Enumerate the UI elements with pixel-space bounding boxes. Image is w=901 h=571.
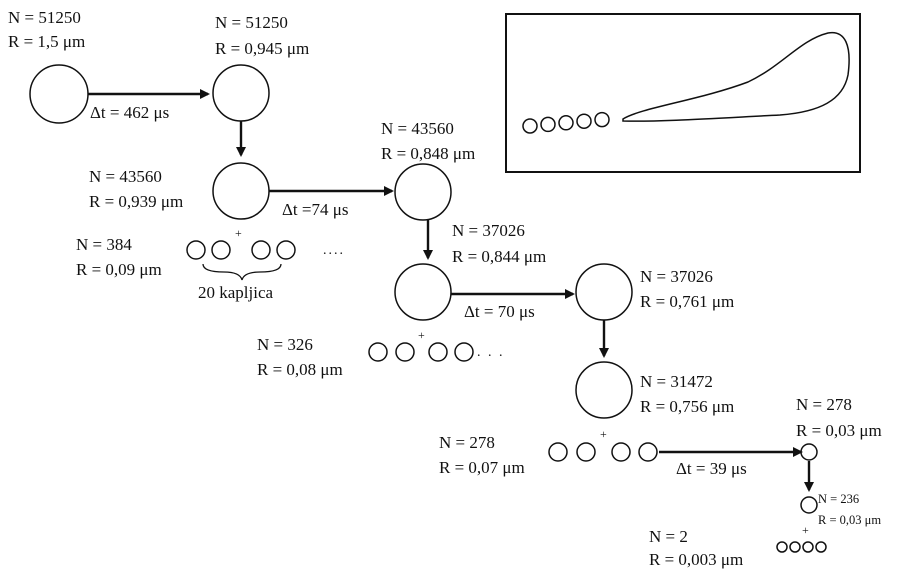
small-droplet (186, 240, 206, 260)
stage-7-count: N = 31472 (640, 372, 713, 391)
group-3-radius: R = 0,07 μm (439, 458, 525, 477)
satellite-droplet (522, 118, 538, 134)
small-droplet (454, 342, 474, 362)
droplet-stage-6 (575, 263, 633, 321)
droplet-stage-7 (575, 361, 633, 419)
tiny-droplet (776, 541, 788, 553)
droplet-group-1: N = 384 R = 0,09 μm + .... 20 kapljica (76, 226, 345, 302)
group-2-count: N = 326 (257, 335, 313, 354)
stage-7: N = 31472 R = 0,756 μm (575, 361, 734, 419)
droplet-group-4: N = 2 R = 0,003 μm + (649, 523, 827, 569)
elongated-droplet-shape (622, 31, 850, 122)
inset-border (505, 13, 861, 173)
plus-sign: + (600, 427, 607, 441)
group-1-count: N = 384 (76, 235, 132, 254)
stage-9-radius: R = 0,03 μm (818, 513, 881, 527)
plus-sign: + (235, 226, 242, 240)
stage-9: N = 236 R = 0,03 μm (800, 492, 881, 527)
stage-9-count: N = 236 (818, 492, 859, 506)
stage-2-radius: R = 0,945 μm (215, 39, 309, 58)
transition-time-1: Δt = 462 μs (90, 103, 169, 122)
stage-6-radius: R = 0,761 μm (640, 292, 734, 311)
small-droplet (251, 240, 271, 260)
group-2-radius: R = 0,08 μm (257, 360, 343, 379)
group-4-count: N = 2 (649, 527, 688, 546)
stage-6: N = 37026 R = 0,761 μm (575, 263, 734, 321)
satellite-droplet (540, 116, 556, 133)
satellite-droplets (522, 111, 610, 134)
stage-5-count: N = 37026 (452, 221, 525, 240)
transition-time-4: Δt = 39 μs (676, 459, 747, 478)
small-droplet (211, 240, 231, 260)
transition-time-3: Δt = 70 μs (464, 302, 535, 321)
ellipsis: . . . (477, 345, 505, 360)
stage-5-radius: R = 0,844 μm (452, 247, 546, 266)
droplet-stage-8 (800, 443, 818, 461)
plus-sign: + (802, 523, 809, 537)
stage-1-radius: R = 1,5 μm (8, 32, 85, 51)
droplet-stage-3 (212, 162, 270, 220)
group-1-radius: R = 0,09 μm (76, 260, 162, 279)
stage-3-count: N = 43560 (89, 167, 162, 186)
small-droplet (611, 442, 631, 462)
ellipsis: .... (323, 243, 345, 258)
stage-2: N = 51250 R = 0,945 μm (212, 13, 309, 122)
stage-6-count: N = 37026 (640, 267, 713, 286)
small-droplet (638, 442, 658, 462)
droplet-stage-1 (29, 64, 89, 124)
stage-3-radius: R = 0,939 μm (89, 192, 183, 211)
stage-2-count: N = 51250 (215, 13, 288, 32)
stage-8-count: N = 278 (796, 395, 852, 414)
group-3-count: N = 278 (439, 433, 495, 452)
stage-4-count: N = 43560 (381, 119, 454, 138)
group-4-radius: R = 0,003 μm (649, 550, 743, 569)
droplet-group-3: N = 278 R = 0,07 μm + (439, 427, 658, 477)
group-1-note: 20 kapljica (198, 283, 274, 302)
satellite-droplet (576, 113, 592, 129)
tiny-droplet (789, 541, 801, 553)
small-droplet (276, 240, 296, 260)
inset-panel (505, 13, 861, 173)
stage-8: N = 278 R = 0,03 μm (796, 395, 882, 461)
small-droplet (548, 442, 568, 462)
stage-4-radius: R = 0,848 μm (381, 144, 475, 163)
droplet-stage-5 (394, 263, 452, 321)
small-droplet (428, 342, 448, 362)
plus-sign: + (418, 328, 425, 342)
droplet-stage-4 (394, 163, 452, 221)
satellite-droplet (558, 115, 574, 131)
small-droplet (368, 342, 388, 362)
tiny-droplet (815, 541, 827, 553)
stage-1: N = 51250 R = 1,5 μm (8, 8, 89, 124)
satellite-droplet (594, 111, 610, 128)
small-droplet (395, 342, 415, 362)
stage-3: N = 43560 R = 0,939 μm (89, 162, 270, 220)
droplet-stage-9 (800, 496, 818, 514)
transition-time-2: Δt =74 μs (282, 200, 348, 219)
grouping-brace (202, 263, 282, 281)
stage-5: N = 37026 R = 0,844 μm (394, 221, 546, 321)
droplet-stage-2 (212, 64, 270, 122)
droplet-group-2: N = 326 R = 0,08 μm + . . . (257, 328, 505, 379)
small-droplet (576, 442, 596, 462)
stage-7-radius: R = 0,756 μm (640, 397, 734, 416)
tiny-droplet (802, 541, 814, 553)
stage-8-radius: R = 0,03 μm (796, 421, 882, 440)
stage-1-count: N = 51250 (8, 8, 81, 27)
stage-4: N = 43560 R = 0,848 μm (381, 119, 475, 221)
